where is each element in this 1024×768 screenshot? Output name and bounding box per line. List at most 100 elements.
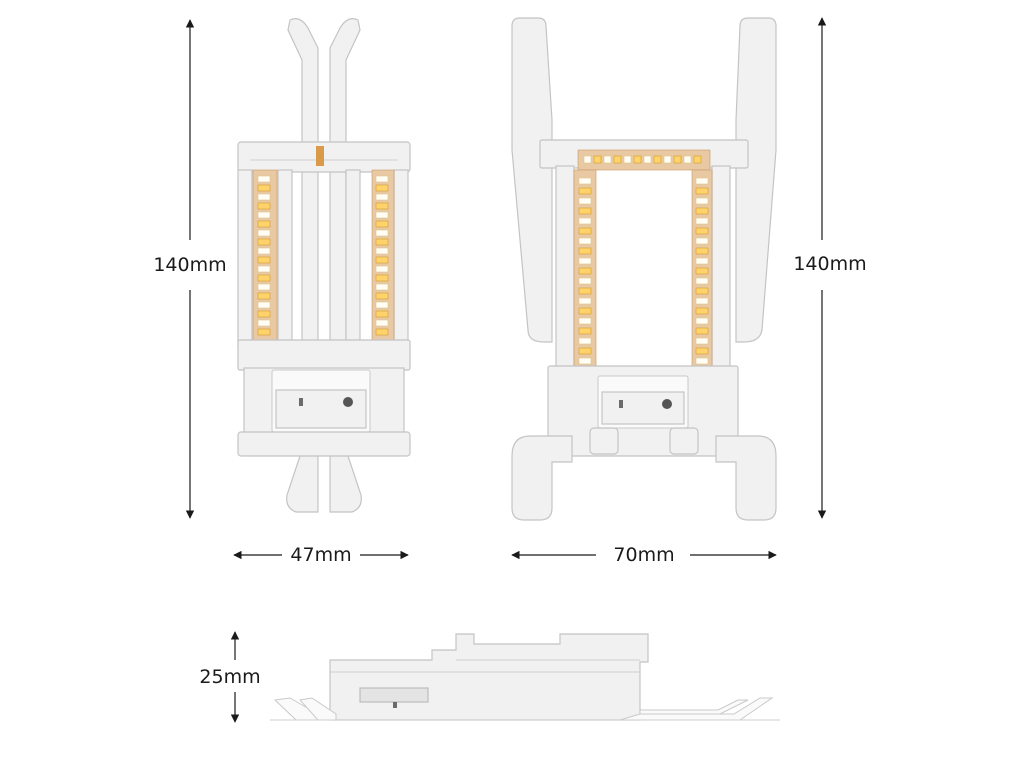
base-bracket bbox=[237, 431, 411, 457]
led-chip bbox=[257, 256, 271, 264]
led-chip bbox=[257, 193, 271, 201]
clip-right bbox=[669, 427, 699, 455]
led-chip bbox=[257, 247, 271, 255]
led-chip bbox=[578, 277, 592, 285]
led-chip bbox=[695, 207, 709, 215]
led-chip bbox=[695, 227, 709, 235]
led-chip bbox=[695, 217, 709, 225]
led-chip bbox=[695, 317, 709, 325]
led-chip bbox=[683, 155, 692, 164]
led-chip bbox=[695, 237, 709, 245]
led-chip bbox=[257, 265, 271, 273]
led-chip bbox=[257, 202, 271, 210]
led-chip bbox=[593, 155, 602, 164]
led-chip bbox=[578, 347, 592, 355]
rail-right-outer bbox=[393, 169, 409, 349]
led-chip bbox=[578, 207, 592, 215]
led-chip bbox=[375, 292, 389, 300]
led-chip bbox=[257, 301, 271, 309]
left-width-label: 47mm bbox=[290, 544, 351, 566]
led-chip bbox=[578, 257, 592, 265]
right-width-label: 70mm bbox=[613, 544, 674, 566]
foot-right-1 bbox=[619, 697, 774, 721]
led-chip bbox=[375, 328, 389, 336]
led-chip bbox=[673, 155, 682, 164]
led-chip bbox=[663, 155, 672, 164]
led-chip bbox=[375, 202, 389, 210]
led-chip bbox=[375, 256, 389, 264]
led-chip bbox=[578, 297, 592, 305]
dimension-side-height: 25mm bbox=[199, 631, 261, 723]
right-height-label: 140mm bbox=[793, 253, 866, 275]
led-chip bbox=[695, 247, 709, 255]
led-chip bbox=[375, 283, 389, 291]
led-chip bbox=[578, 247, 592, 255]
dimension-right-height: 140mm bbox=[793, 17, 867, 519]
led-chip bbox=[653, 155, 662, 164]
led-chip bbox=[583, 155, 592, 164]
right-leg-bottom bbox=[715, 435, 777, 521]
led-chip bbox=[695, 307, 709, 315]
led-chip bbox=[257, 184, 271, 192]
led-chip bbox=[375, 211, 389, 219]
rail-left-outer bbox=[237, 169, 253, 349]
led-chip bbox=[375, 301, 389, 309]
led-chip bbox=[603, 155, 612, 164]
led-chip bbox=[257, 328, 271, 336]
led-chip bbox=[375, 319, 389, 327]
led-chip bbox=[578, 227, 592, 235]
led-chip bbox=[257, 175, 271, 183]
led-chip bbox=[578, 337, 592, 345]
led-chip bbox=[578, 177, 592, 185]
frame-left bbox=[555, 165, 575, 387]
clip-left bbox=[589, 427, 619, 455]
led-chip bbox=[578, 197, 592, 205]
left-leg-bottom bbox=[511, 435, 573, 521]
led-chip bbox=[257, 274, 271, 282]
led-chip bbox=[613, 155, 622, 164]
led-chip bbox=[578, 357, 592, 365]
side-body bbox=[329, 633, 649, 721]
led-chip bbox=[578, 327, 592, 335]
led-chip bbox=[375, 247, 389, 255]
left-height-label: 140mm bbox=[153, 254, 226, 276]
led-chip bbox=[375, 265, 389, 273]
led-chip bbox=[695, 177, 709, 185]
led-chip bbox=[578, 287, 592, 295]
led-chip bbox=[578, 217, 592, 225]
folded-light-front-view bbox=[237, 18, 411, 513]
led-chip bbox=[578, 237, 592, 245]
led-chip bbox=[695, 287, 709, 295]
led-chip bbox=[257, 238, 271, 246]
foot-left-2 bbox=[299, 697, 337, 721]
led-chip bbox=[375, 184, 389, 192]
open-switch-face bbox=[601, 391, 685, 425]
led-chip bbox=[257, 220, 271, 228]
led-chip bbox=[695, 277, 709, 285]
led-chip bbox=[578, 187, 592, 195]
open-switch-button-icon bbox=[662, 399, 672, 409]
led-chip bbox=[695, 347, 709, 355]
led-chip bbox=[695, 327, 709, 335]
led-chip bbox=[695, 267, 709, 275]
dimension-left-height: 140mm bbox=[153, 19, 227, 519]
led-chip bbox=[695, 187, 709, 195]
open-switch-slot-icon bbox=[619, 400, 623, 408]
rail-left-inner bbox=[277, 169, 293, 349]
led-chip bbox=[375, 193, 389, 201]
side-switch-tab bbox=[393, 702, 397, 708]
side-height-label: 25mm bbox=[199, 666, 260, 688]
rail-right-inner bbox=[345, 169, 361, 349]
led-chip bbox=[695, 197, 709, 205]
led-chip bbox=[578, 267, 592, 275]
led-chip bbox=[578, 317, 592, 325]
led-chip bbox=[375, 310, 389, 318]
led-chip bbox=[695, 357, 709, 365]
led-chip bbox=[375, 220, 389, 228]
side-switch bbox=[359, 687, 429, 703]
open-light-front-view bbox=[511, 17, 777, 521]
dimension-left-width: 47mm bbox=[233, 544, 409, 566]
dimension-right-width: 70mm bbox=[511, 544, 777, 566]
switch-slot-icon bbox=[299, 398, 303, 406]
